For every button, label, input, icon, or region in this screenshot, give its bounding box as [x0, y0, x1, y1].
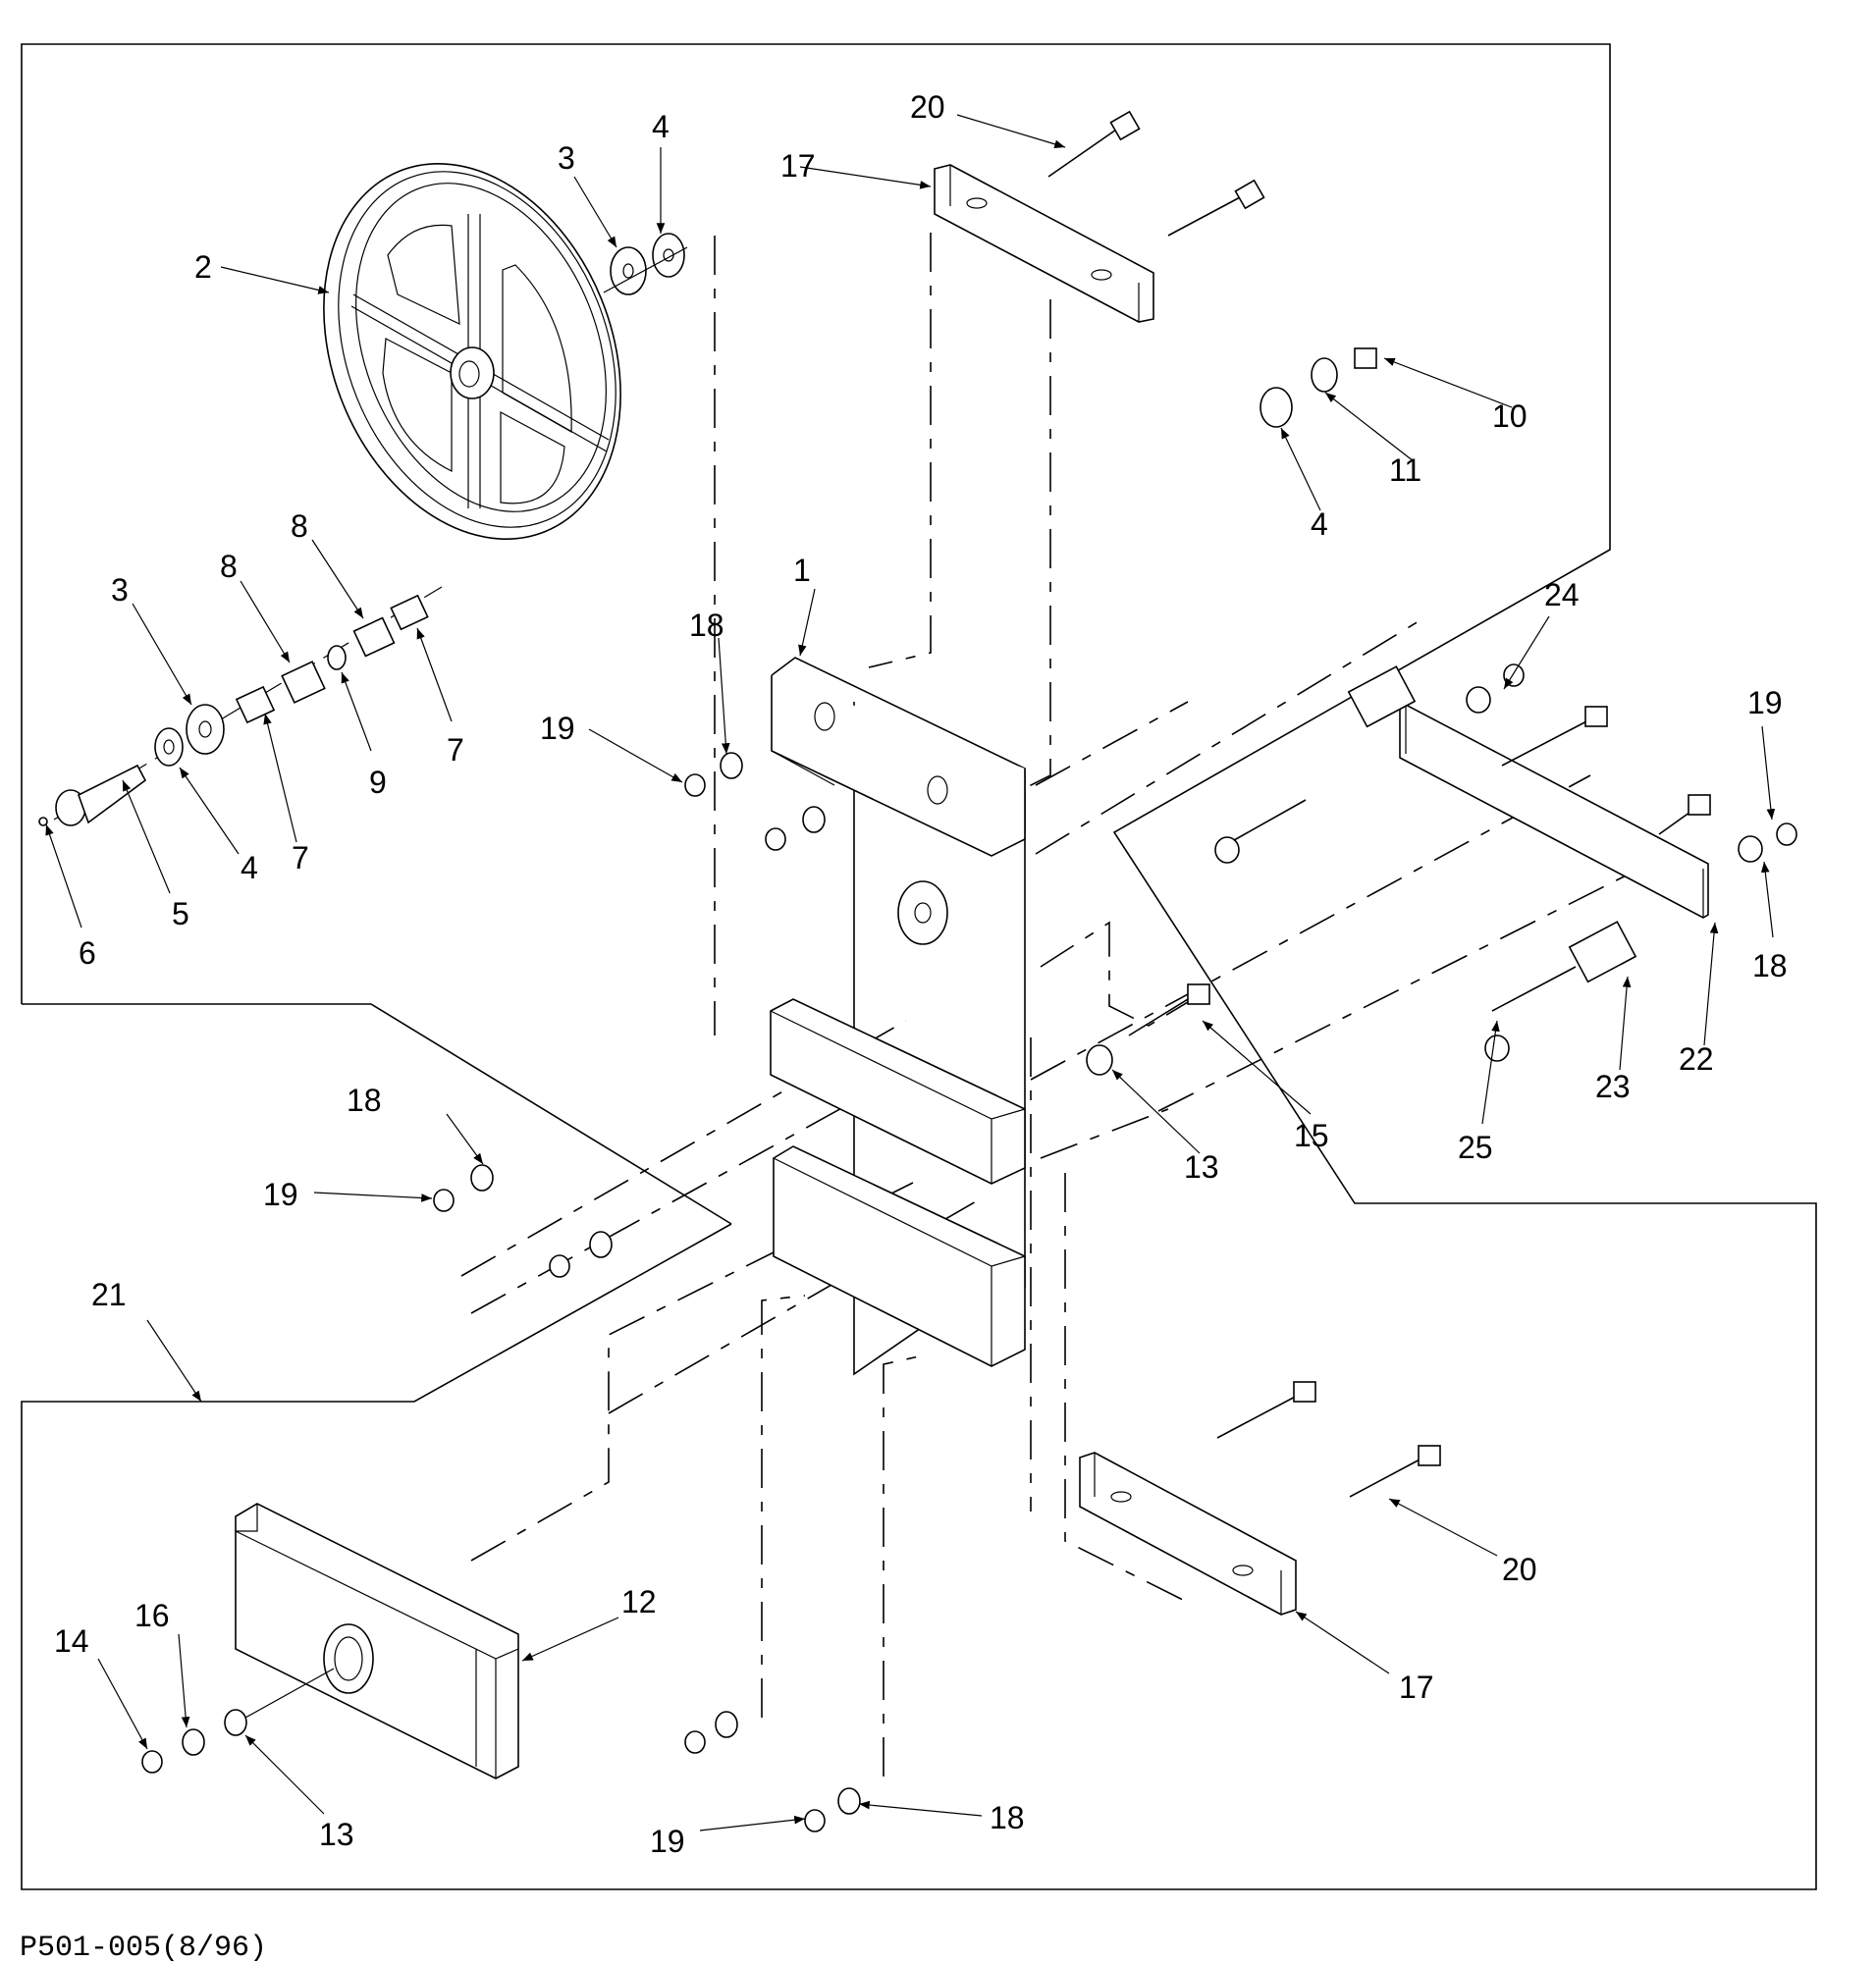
callout-19-right: 19: [1747, 685, 1783, 720]
callout-17-lower: 17: [1399, 1670, 1434, 1705]
callout-8-a: 8: [220, 549, 238, 584]
callout-1: 1: [793, 553, 811, 588]
callout-labels: 2 3 4 20 17 10 11 4 1 18 19 3 8 8 7 7 9 …: [54, 89, 1788, 1859]
callout-20-lower: 20: [1502, 1552, 1537, 1587]
washer-3: [610, 246, 647, 295]
drawing-number: P501-005(8/96): [20, 1932, 267, 1963]
callout-20-upper: 20: [910, 89, 945, 125]
callout-25: 25: [1458, 1130, 1493, 1165]
callout-13-center: 13: [1184, 1149, 1219, 1185]
callout-4-axle: 4: [241, 850, 258, 885]
callout-4-upper: 4: [652, 109, 670, 144]
callout-leaders: [45, 114, 1776, 1831]
upper-assembly-boundary: [21, 43, 1817, 1890]
callout-19-middle-left: 19: [263, 1177, 298, 1212]
lower-bar-assembly: [1079, 1381, 1441, 1616]
callout-4-right: 4: [1311, 506, 1328, 542]
callout-8-b: 8: [291, 508, 308, 544]
callout-9: 9: [369, 765, 387, 800]
upper-bar-assembly: [934, 110, 1265, 323]
callout-12: 12: [621, 1584, 657, 1619]
callout-22: 22: [1679, 1041, 1714, 1077]
block-part-12: [235, 1503, 519, 1779]
callout-21: 21: [91, 1277, 127, 1312]
callout-2: 2: [194, 249, 212, 285]
callout-11: 11: [1389, 452, 1421, 488]
callout-5: 5: [172, 896, 189, 931]
callout-14: 14: [54, 1623, 89, 1659]
callout-15: 15: [1294, 1118, 1329, 1153]
callout-19-upper-left: 19: [540, 711, 575, 746]
callout-23: 23: [1595, 1069, 1631, 1104]
callout-16: 16: [134, 1598, 170, 1633]
callout-6: 6: [79, 935, 96, 971]
callout-18-lower: 18: [990, 1800, 1025, 1835]
callout-3-axle: 3: [111, 572, 129, 608]
callout-17-upper: 17: [780, 148, 816, 184]
right-bracket: [1214, 663, 1797, 1062]
main-frame: [770, 657, 1026, 1376]
callout-18-right: 18: [1752, 948, 1788, 983]
wheel-part: [323, 163, 621, 540]
callout-18-upper-left: 18: [689, 608, 724, 643]
upper-region-edge: [22, 1003, 732, 1225]
callout-18-middle-left: 18: [347, 1083, 382, 1118]
callout-7-b: 7: [447, 732, 464, 768]
callout-7-a: 7: [292, 840, 309, 875]
callout-10: 10: [1492, 398, 1528, 434]
callout-3-upper: 3: [558, 140, 575, 176]
callout-24: 24: [1544, 577, 1580, 612]
callout-19-lower: 19: [650, 1824, 685, 1859]
axle-hardware: [38, 586, 443, 826]
callout-13-lower: 13: [319, 1817, 354, 1852]
washer-4: [652, 233, 685, 278]
